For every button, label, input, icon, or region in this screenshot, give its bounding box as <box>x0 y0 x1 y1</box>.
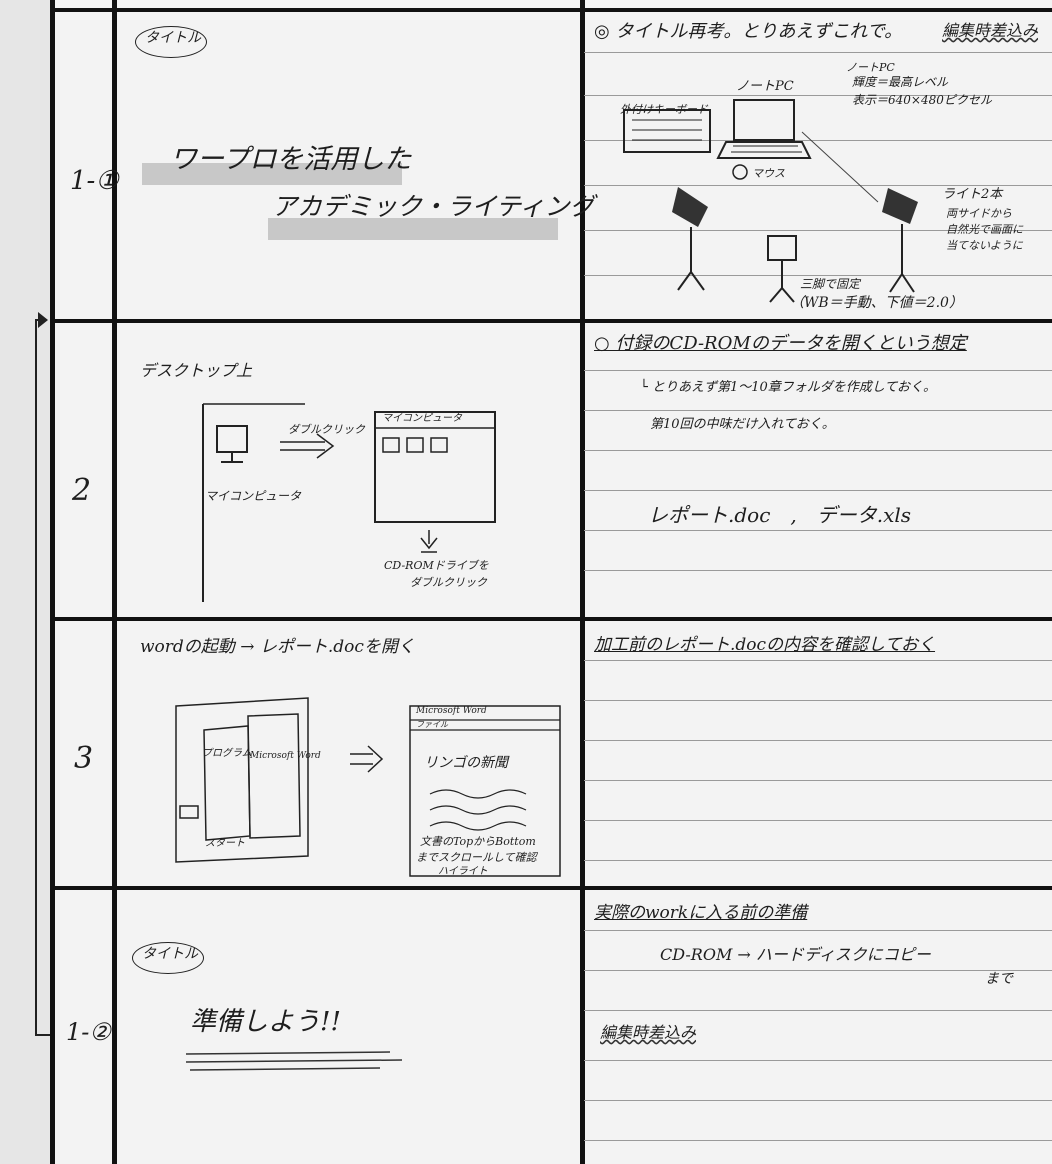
scene-3-menu-word: Microsoft Word <box>250 751 321 761</box>
scene-1-title-line2: アカデミック・ライティング <box>272 192 595 221</box>
notes-4-line-1: 実際のworkに入る前の準備 <box>594 903 808 923</box>
label-camera-1: 三脚で固定 <box>800 277 861 291</box>
scene-3-menu-program: プログラム <box>202 748 252 759</box>
label-camera-2: （WB＝手動、下値＝2.0） <box>790 295 963 311</box>
scene-3-word-title: Microsoft Word <box>416 706 487 716</box>
scene-3-scroll-note-1: 文書のTopからBottom <box>420 835 536 848</box>
scene-2-heading: デスクトップ上 <box>140 361 253 380</box>
desktop-sketch <box>202 403 496 602</box>
notes-1-heading-tag: 編集時差込み <box>942 21 1039 40</box>
label-lights-note-1: 両サイドから <box>946 207 1012 220</box>
scene-2-icon-label: マイコンピュータ <box>205 489 302 503</box>
title-highlight-1 <box>142 163 402 185</box>
scene-4-title: 準備しよう!! <box>190 1007 341 1037</box>
notes-2-line-1: ○ 付録のCD-ROMのデータを開くという想定 <box>594 333 967 354</box>
loop-back-arrow-icon <box>35 312 50 1036</box>
row-number-1: 1-① <box>70 166 119 196</box>
scene-3-word-menu: ファイル <box>416 720 448 729</box>
scene-3-heading: wordの起動 → レポート.docを開く <box>140 637 415 657</box>
scene-1-tag-label: タイトル <box>145 30 201 46</box>
filming-setup-sketch <box>623 99 918 303</box>
label-lights: ライト2本 <box>942 187 1003 202</box>
scene-4-tag-label: タイトル <box>142 946 198 962</box>
notes-2-line-3: 第10回の中味だけ入れておく。 <box>650 417 835 432</box>
label-laptop-spec-1: ノートPC <box>846 61 895 74</box>
scene-1-tag <box>135 26 207 58</box>
scene-3-scroll-note-3: ハイライト <box>438 866 488 877</box>
row-number-3: 3 <box>74 741 94 776</box>
scene-2-window-title: マイコンピュータ <box>382 413 462 424</box>
notes-4-line-3: まで <box>985 971 1013 987</box>
left-border <box>50 0 55 1164</box>
scene-3-doc-heading: リンゴの新聞 <box>424 755 508 771</box>
title-highlight-2 <box>268 218 558 240</box>
notes-2-line-2: └ とりあえず第1〜10章フォルダを作成しておく。 <box>640 380 936 395</box>
scene-4-tag <box>132 942 204 974</box>
scene-1-title-line1: ワープロを活用した <box>170 144 412 175</box>
notes-4-line-4: 編集時差込み <box>600 1023 697 1042</box>
top-border <box>52 8 1052 12</box>
label-keyboard: 外付けキーボード <box>620 103 708 116</box>
notes-2-files: レポート.doc , データ.xls <box>648 503 912 527</box>
label-laptop-spec-2: 輝度＝最高レベル <box>852 75 949 89</box>
label-laptop-spec-3: 表示＝640×480ピクセル <box>852 93 992 107</box>
scene-2-cd-note-2: ダブルクリック <box>410 576 487 589</box>
notes-4-line-2: CD-ROM → ハードディスクにコピー <box>660 945 931 964</box>
row-border-2 <box>52 617 1052 621</box>
row-number-2: 2 <box>72 473 92 508</box>
scene-2-arrow-label: ダブルクリック <box>288 423 365 436</box>
label-laptop: ノートPC <box>736 79 794 94</box>
label-lights-note-3: 当てないように <box>946 239 1023 252</box>
number-column-border <box>112 0 117 1164</box>
notes-column-border <box>580 0 585 1164</box>
notes-1-heading: ◎ タイトル再考。とりあえずこれで。 <box>594 21 903 42</box>
notes-3-line-1: 加工前のレポート.docの内容を確認しておく <box>594 635 936 655</box>
label-mouse: マウス <box>752 167 785 180</box>
row-number-4: 1-② <box>66 1018 111 1046</box>
word-launch-sketch <box>175 697 561 877</box>
row-border-1 <box>52 319 1052 323</box>
label-lights-note-2: 自然光で画面に <box>946 223 1023 236</box>
title-underline <box>185 1051 403 1071</box>
row-border-3 <box>52 886 1052 890</box>
scene-3-start-button: スタート <box>205 838 245 849</box>
scene-3-scroll-note-2: までスクロールして確認 <box>416 851 537 864</box>
scene-2-cd-note-1: CD-ROMドライブを <box>384 559 489 572</box>
